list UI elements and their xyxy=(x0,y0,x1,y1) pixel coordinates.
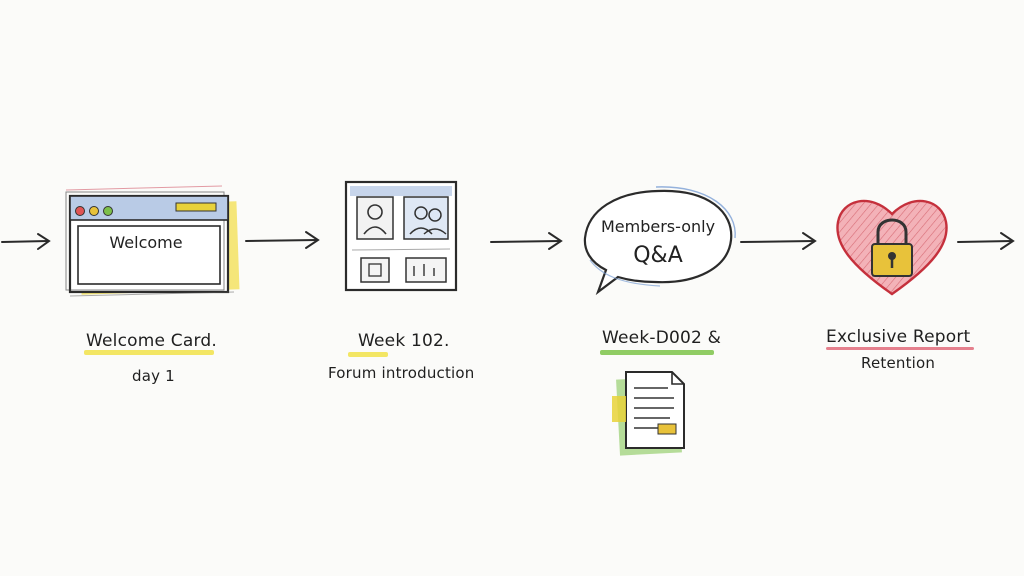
browser-window-icon xyxy=(65,185,240,297)
arrow-4 xyxy=(740,232,817,250)
arrow-5 xyxy=(957,232,1015,250)
document-icon xyxy=(612,371,685,456)
arrow-3 xyxy=(490,232,563,250)
step1-sub: day 1 xyxy=(132,367,175,385)
highlight-step2 xyxy=(348,352,388,357)
forum-grid-icon xyxy=(344,180,458,292)
welcome-card-text: Welcome xyxy=(109,233,182,252)
step2-caption: Week 102. xyxy=(358,331,450,351)
heart-lock-icon xyxy=(836,199,948,296)
step4-caption: Exclusive Report xyxy=(826,327,971,347)
highlight-step4 xyxy=(826,347,974,350)
step3-caption: Week-D002 & xyxy=(602,328,722,348)
arrow-1 xyxy=(1,233,51,250)
step4-sub: Retention xyxy=(861,354,936,372)
speech-bubble-icon xyxy=(583,186,736,296)
highlight-step3 xyxy=(600,350,714,355)
highlight-step1 xyxy=(84,350,214,355)
step1-caption: Welcome Card. xyxy=(86,331,217,351)
arrow-2 xyxy=(245,231,320,249)
bubble-line-1: Members-only xyxy=(601,217,715,236)
step2-sub: Forum introduction xyxy=(328,364,475,382)
bubble-line-2: Q&A xyxy=(633,243,683,268)
